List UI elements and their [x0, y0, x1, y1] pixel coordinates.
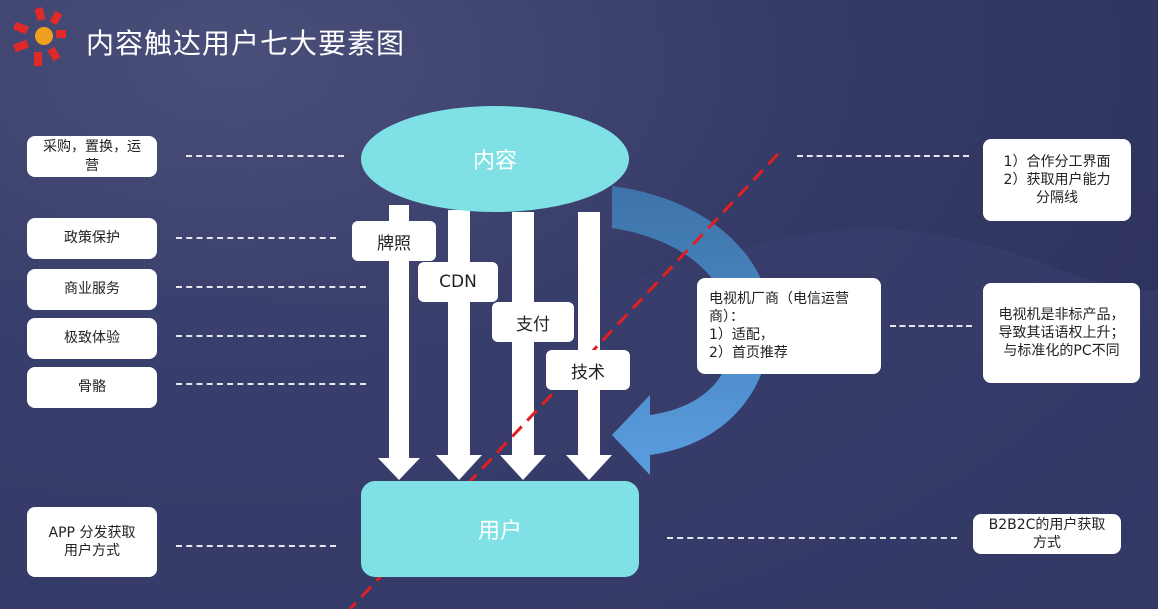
right-item-nonstandard-tv: 电视机是非标产品， 导致其话语权上升； 与标准化的PC不同: [983, 283, 1140, 383]
connector-dash: [667, 537, 957, 539]
connector-dash: [176, 286, 366, 288]
channel-arrow-cdn: [436, 210, 482, 480]
connector-dash: [176, 237, 336, 239]
connector-dash: [176, 545, 336, 547]
channel-tech: 技术: [546, 350, 630, 390]
left-item-app-distribution: APP 分发获取 用户方式: [27, 507, 157, 577]
connector-dash: [176, 383, 366, 385]
channel-arrow-tech: [566, 212, 612, 480]
channel-payment: 支付: [492, 302, 574, 342]
left-item-skeleton: 骨骼: [27, 367, 157, 408]
channel-license: 牌照: [352, 221, 436, 261]
connector-dash: [176, 335, 366, 337]
right-item-b2b2c: B2B2C的用户获取 方式: [973, 514, 1121, 554]
channel-arrow-license: [378, 205, 420, 480]
company-logo: [13, 7, 66, 66]
channel-cdn: CDN: [418, 262, 498, 302]
channel-arrow-payment: [500, 212, 546, 480]
left-item-experience: 极致体验: [27, 318, 157, 359]
left-item-procurement: 采购，置换，运 营: [27, 136, 157, 177]
left-item-policy: 政策保护: [27, 218, 157, 259]
connector-dash: [890, 325, 972, 327]
page-title: 内容触达用户七大要素图: [86, 27, 406, 60]
tv-manufacturer-box: 电视机厂商（电信运营 商）： 1）适配， 2）首页推荐: [697, 278, 881, 374]
connector-dash: [186, 155, 344, 157]
connector-dash: [797, 155, 969, 157]
left-item-business: 商业服务: [27, 269, 157, 310]
feedback-curved-arrow: [612, 186, 772, 475]
content-node: 内容: [361, 106, 629, 212]
right-item-cooperation: 1）合作分工界面 2）获取用户能力 分隔线: [983, 139, 1131, 221]
user-node: 用户: [361, 481, 639, 577]
